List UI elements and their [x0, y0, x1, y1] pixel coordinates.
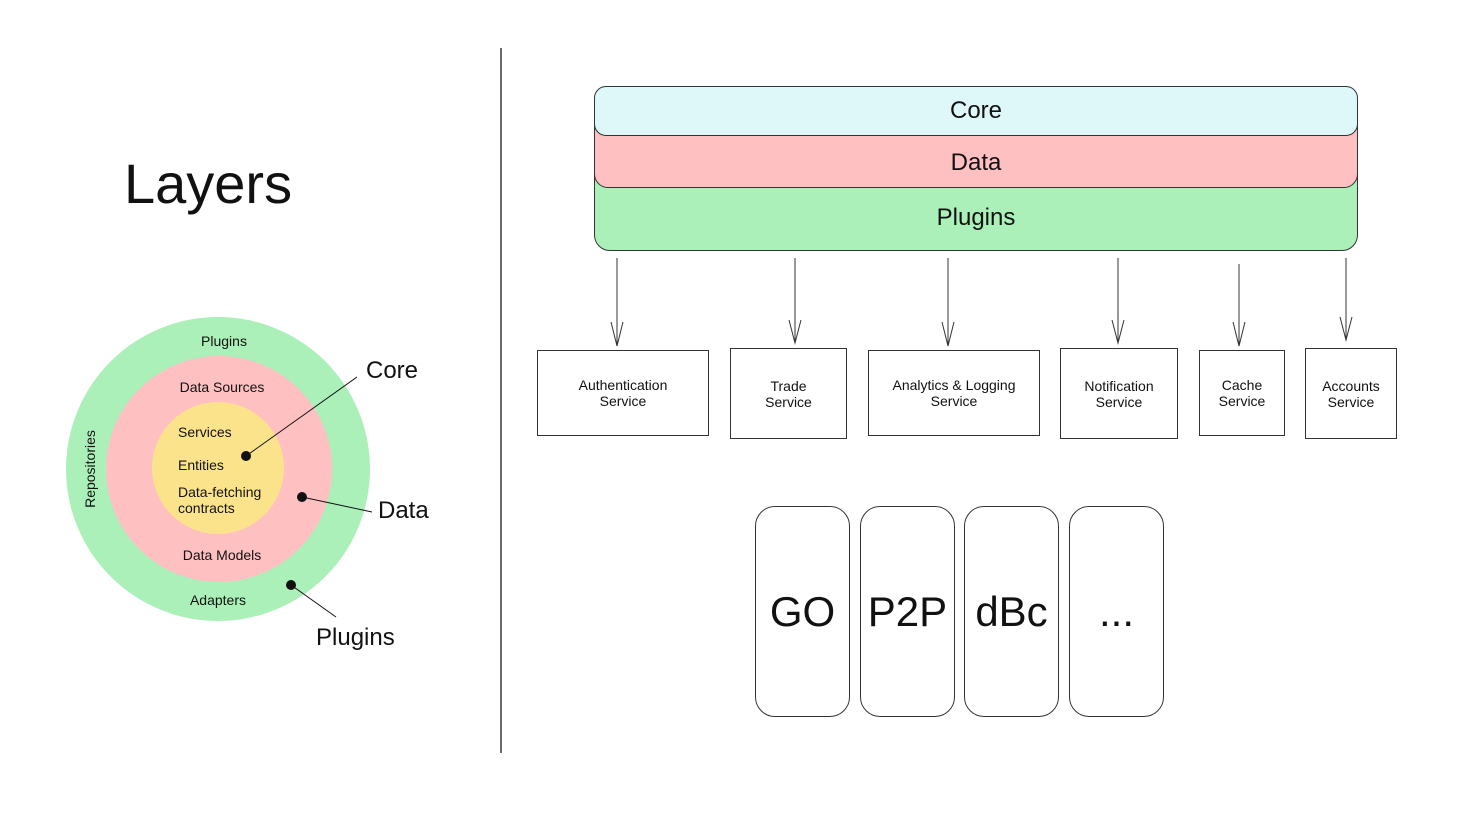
stack-plugins-label: Plugins: [936, 204, 1016, 231]
tool-p2p: P2P: [860, 506, 955, 717]
stack-core-label: Core: [949, 97, 1003, 124]
arrowhead-cache: [1232, 321, 1246, 347]
arrowhead-trade: [788, 319, 802, 345]
arrowhead-notification: [1111, 319, 1125, 345]
service-notification: Notification Service: [1060, 348, 1178, 439]
tool-dbc: dBc: [964, 506, 1059, 717]
layer-stack: Plugins Data Core: [594, 86, 1358, 251]
arrowhead-authentication: [610, 321, 624, 347]
core-ring: [152, 402, 284, 534]
core-callout-dot: [241, 451, 251, 461]
arrowhead-analytics: [941, 321, 955, 347]
tool-go: GO: [755, 506, 850, 717]
service-arrows: [610, 258, 1353, 347]
core-item-entities: Entities: [178, 457, 224, 473]
core-item-contracts: contracts: [178, 500, 235, 516]
data-models-label: Data Models: [183, 547, 262, 563]
service-accounts: Accounts Service: [1305, 348, 1397, 439]
data-callout-line: [301, 496, 373, 513]
core-item-data-fetching: Data-fetching: [178, 484, 261, 500]
service-trade: Trade Service: [730, 348, 847, 439]
plugins-ring-label: Plugins: [201, 333, 247, 349]
core-item-services: Services: [178, 424, 232, 440]
data-callout-label: Data: [378, 497, 429, 524]
data-callout-dot: [297, 492, 307, 502]
stack-core-layer: Core: [594, 86, 1358, 136]
arrowhead-accounts: [1339, 316, 1353, 342]
plugins-callout-dot: [286, 580, 296, 590]
service-cache: Cache Service: [1199, 350, 1285, 436]
adapters-label: Adapters: [190, 592, 246, 608]
plugins-callout-line: [290, 584, 337, 618]
vertical-divider: [500, 48, 502, 753]
stack-data-label: Data: [950, 149, 1002, 176]
repositories-label: Repositories: [82, 430, 98, 508]
plugins-callout-label: Plugins: [316, 624, 395, 651]
page-title: Layers: [124, 152, 293, 215]
service-authentication: Authentication Service: [537, 350, 709, 436]
service-analytics-logging: Analytics & Logging Service: [868, 350, 1040, 436]
tool-more: ...: [1069, 506, 1164, 717]
core-callout-label: Core: [366, 357, 418, 384]
core-callout-line: [245, 376, 358, 457]
data-sources-label: Data Sources: [180, 379, 265, 395]
